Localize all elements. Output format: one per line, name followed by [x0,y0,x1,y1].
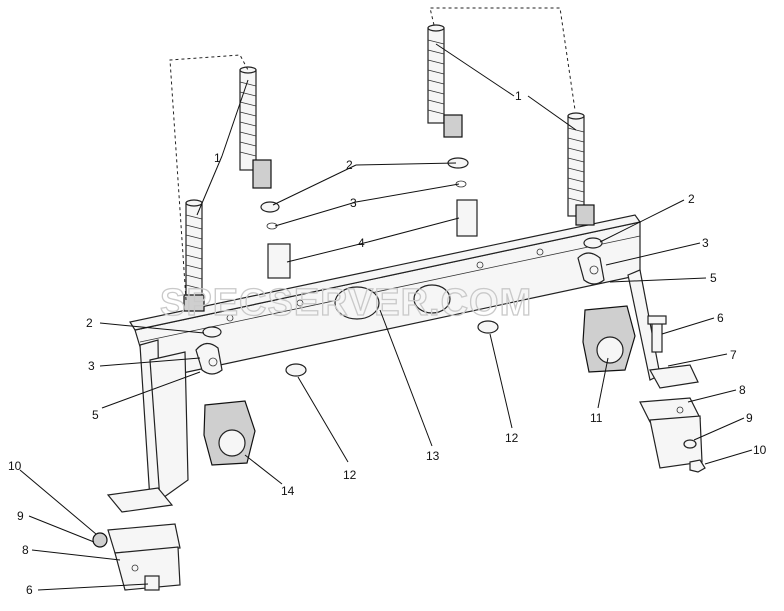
fasteners-and-plates [92,315,706,591]
callout-13: 13 [426,449,440,463]
callout-8: 8 [739,383,746,397]
hose-right-front [567,112,595,226]
watermark-text: SPECSERVER.COM [160,282,532,324]
callout-3: 3 [702,236,709,250]
alignment-dashes [169,7,576,301]
mounting-bar [129,214,642,381]
callout-10: 10 [753,443,767,457]
washers-and-couplers [202,157,603,377]
callout-2: 2 [86,316,93,330]
callout-7: 7 [730,348,737,362]
hose-right-rear [427,24,463,138]
callout-9: 9 [746,411,753,425]
hose-left-front [183,199,205,312]
right-support-leg [627,269,699,389]
callout-2: 2 [688,192,695,206]
callout-6: 6 [26,583,33,597]
hose-left-rear [239,66,272,189]
callout-11: 11 [590,411,603,425]
callout-14: 14 [281,484,295,498]
callout-1: 1 [515,89,522,103]
callout-labels: 1 1 2 3 4 2 3 5 6 7 8 9 10 11 12 13 12 1… [8,89,767,597]
callout-12: 12 [343,468,357,482]
callout-3: 3 [88,359,95,373]
callout-9: 9 [17,509,24,523]
callout-4: 4 [358,236,365,250]
callout-2: 2 [346,158,353,172]
coupling-heads [203,305,636,466]
leader-lines [19,43,753,591]
callout-3: 3 [350,196,357,210]
callout-5: 5 [92,408,99,422]
callout-5: 5 [710,271,717,285]
callout-6: 6 [717,311,724,325]
clamps [195,252,605,375]
callout-8: 8 [22,543,29,557]
callout-10: 10 [8,459,22,473]
callout-1: 1 [214,151,221,165]
callout-12: 12 [505,431,519,445]
left-support-leg [106,339,189,513]
